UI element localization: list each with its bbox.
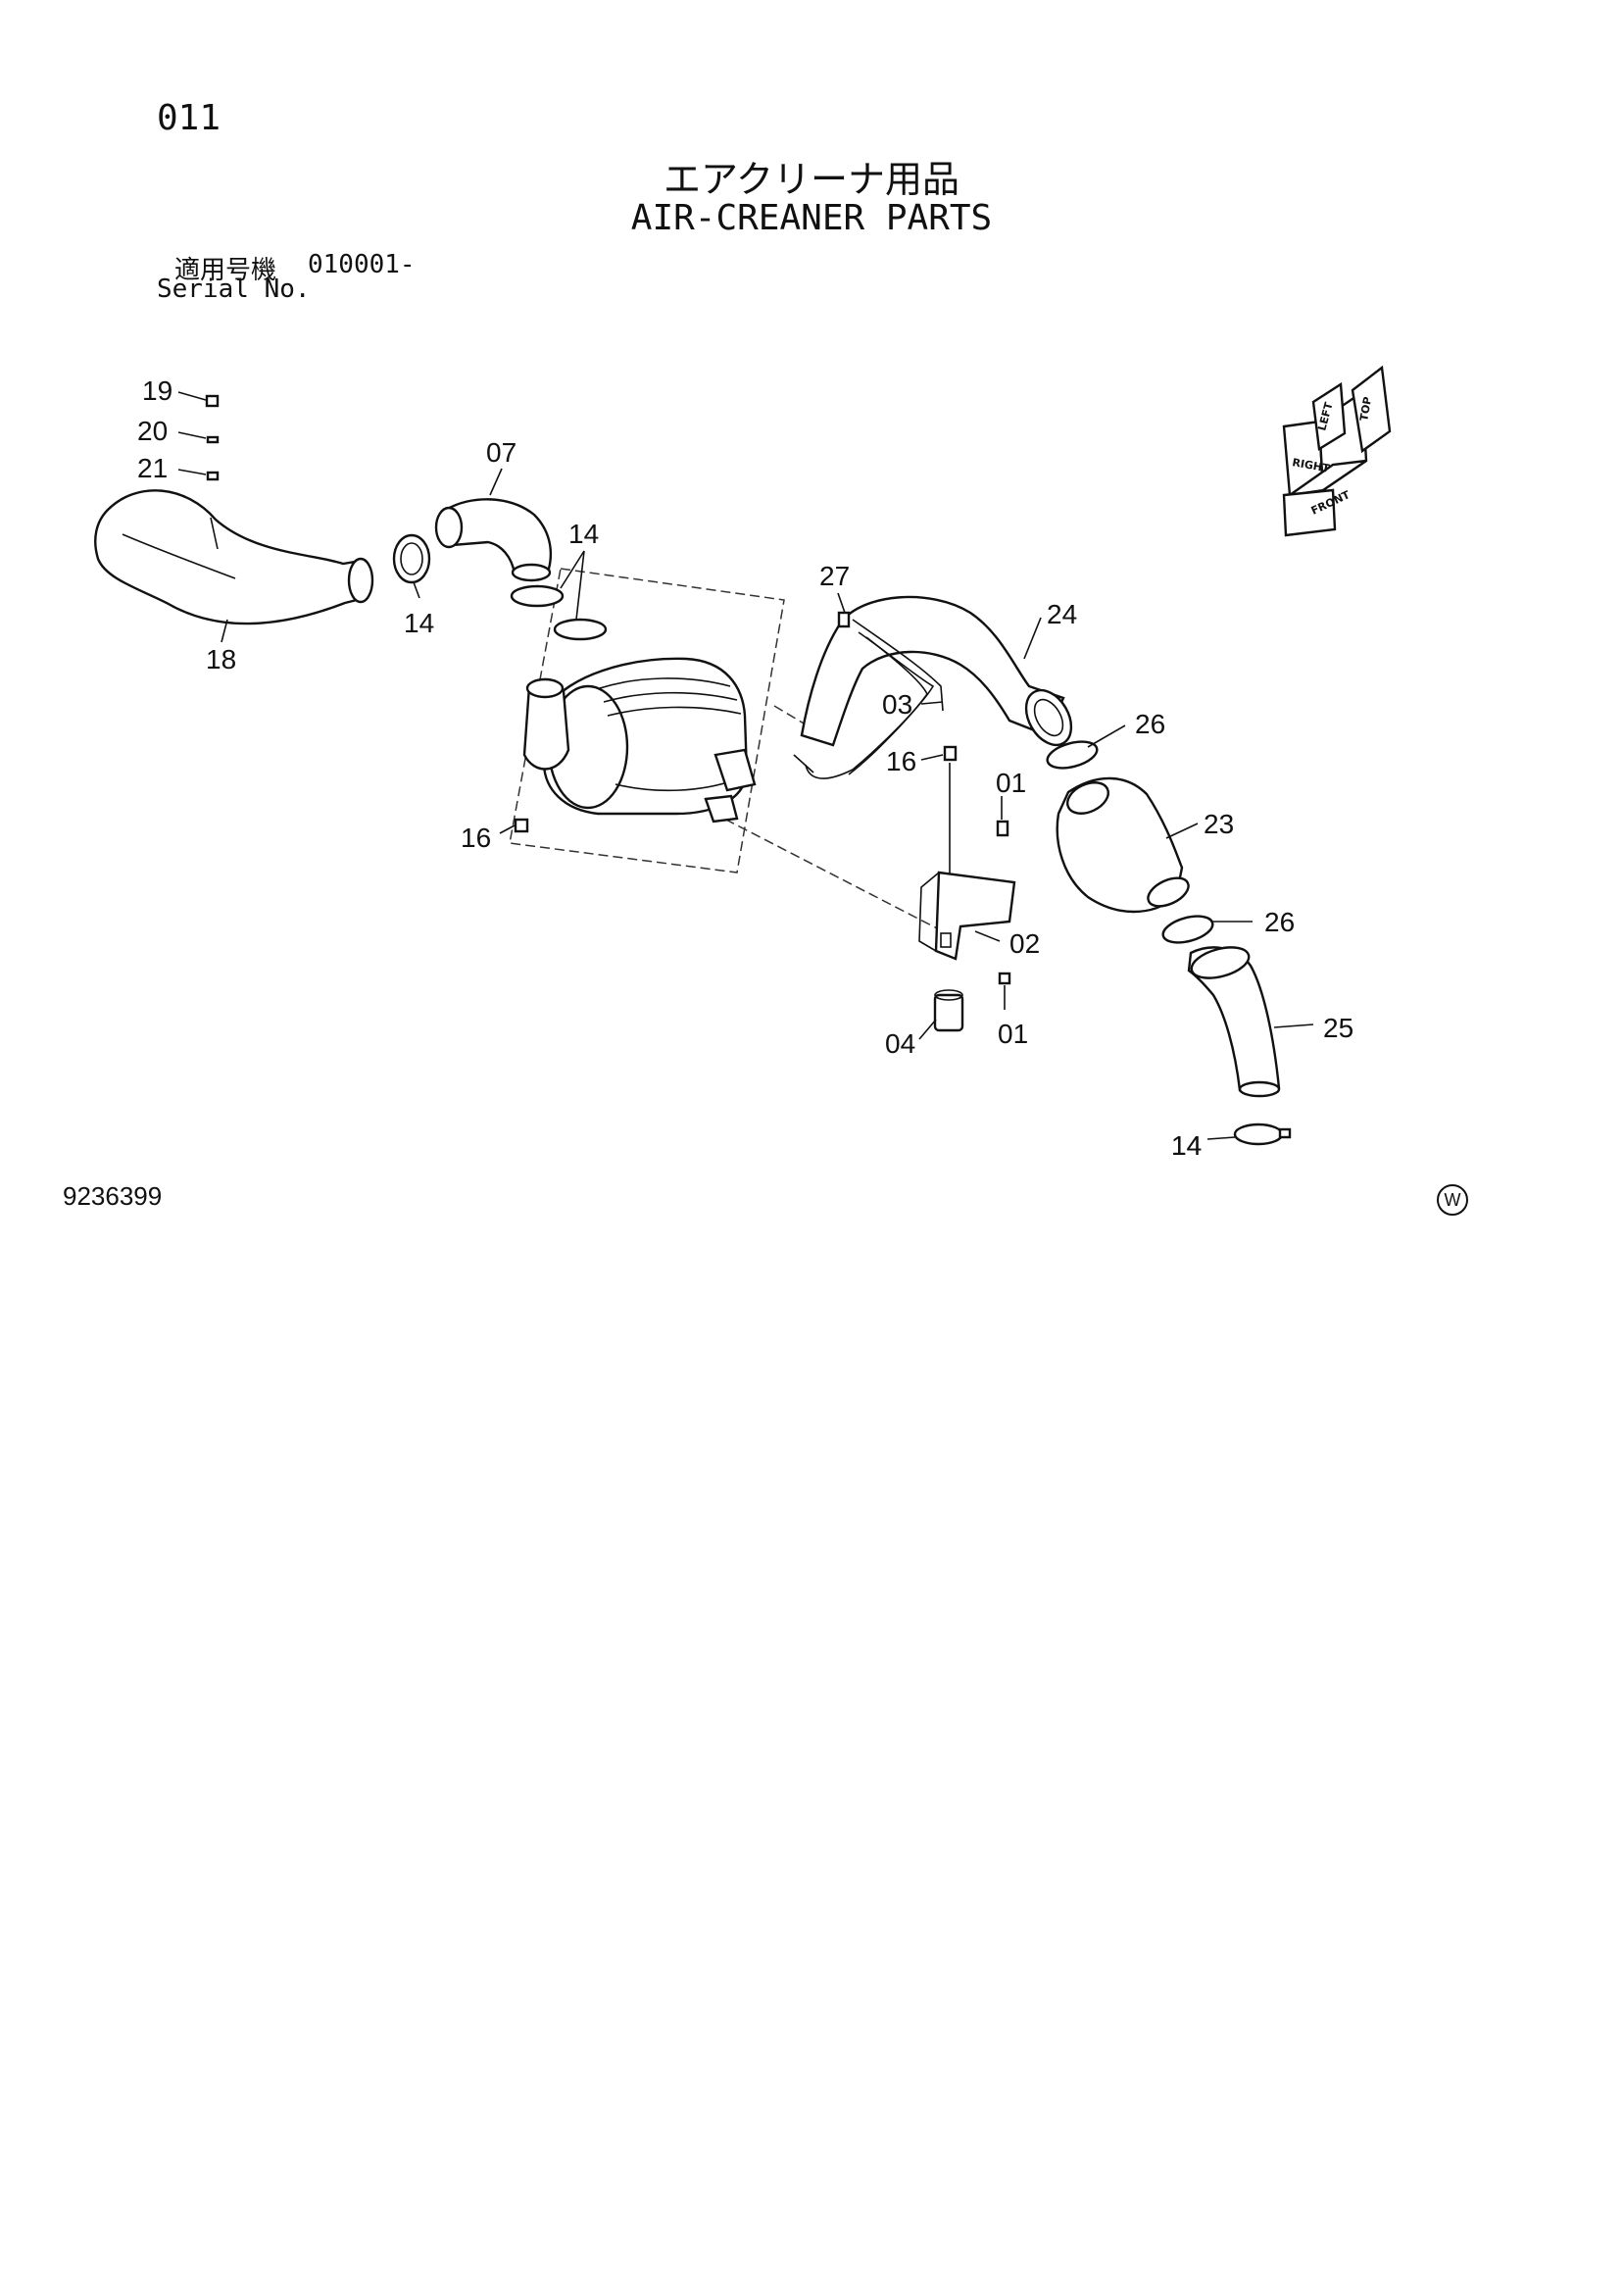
part-16-nut-right	[943, 745, 958, 762]
callout-01: 01	[996, 768, 1026, 798]
orientation-top-label: TOP	[1357, 396, 1374, 423]
callout-19: 19	[142, 375, 172, 406]
callout-26: 26	[1264, 907, 1295, 937]
callout-14: 14	[1171, 1130, 1202, 1161]
callout-14: 14	[568, 519, 599, 549]
title-japanese: エアクリーナ用品	[663, 158, 960, 201]
part-20-washer	[206, 435, 220, 444]
part-23-reducer	[1056, 776, 1190, 914]
part-24-intake-pipe	[800, 595, 1073, 747]
orientation-indicator: TOP LEFT RIGHT FRONT	[1282, 365, 1392, 537]
callout-21: 21	[137, 453, 168, 483]
document-code: 9236399	[63, 1181, 163, 1211]
part-14-hose-clamp	[392, 533, 431, 584]
serial-label-english: Serial No.	[157, 275, 311, 304]
part-03-support-rod	[793, 619, 944, 779]
part-21-nut	[206, 471, 220, 481]
part-07-elbow-hose	[434, 498, 553, 582]
callout-04: 04	[885, 1028, 915, 1059]
callout-16: 16	[461, 823, 491, 853]
part-02-mounting-bracket	[918, 871, 1016, 961]
serial-value: 010001-	[308, 250, 416, 279]
callout-16: 16	[886, 746, 916, 776]
part-26-clamp-upper	[1046, 740, 1099, 770]
part-14-clamp-upper	[510, 584, 565, 608]
serial-label-japanese: 適用号機	[174, 256, 277, 285]
part-19-bolt	[205, 394, 220, 408]
callout-18: 18	[206, 644, 236, 674]
callout-23: 23	[1204, 809, 1234, 839]
part-27-clip	[837, 611, 851, 628]
leader-to-bracket	[685, 798, 944, 932]
callout-leaders	[177, 391, 1314, 1140]
part-01-bolt-upper	[996, 820, 1009, 837]
air-cleaner-assembly	[522, 657, 757, 824]
title-english: AIR-CREANER PARTS	[630, 198, 993, 238]
part-18-intake-duct	[94, 489, 374, 625]
watermark-w-icon: W	[1437, 1184, 1468, 1216]
callout-26: 26	[1135, 709, 1165, 739]
callout-07: 07	[486, 437, 516, 468]
callout-25: 25	[1323, 1013, 1353, 1043]
callout-14: 14	[1171, 1130, 1202, 1161]
callout-14: 14	[404, 608, 434, 638]
part-14-clamp-lower	[553, 618, 608, 641]
part-04-rubber-mount	[933, 989, 964, 1032]
callout-03: 03	[882, 689, 912, 720]
callout-20: 20	[137, 416, 168, 446]
part-14-clamp-bottom	[1233, 1123, 1292, 1146]
part-26-clamp-lower	[1161, 915, 1214, 944]
callout-02: 02	[1009, 928, 1040, 959]
page-number: 011	[157, 98, 221, 138]
callout-27: 27	[819, 561, 850, 591]
part-01-bolt-lower	[998, 972, 1011, 985]
callout-01: 01	[998, 1019, 1028, 1049]
part-16-nut-left	[514, 818, 529, 833]
callout-24: 24	[1047, 599, 1077, 629]
part-25-lower-elbow	[1187, 946, 1281, 1098]
